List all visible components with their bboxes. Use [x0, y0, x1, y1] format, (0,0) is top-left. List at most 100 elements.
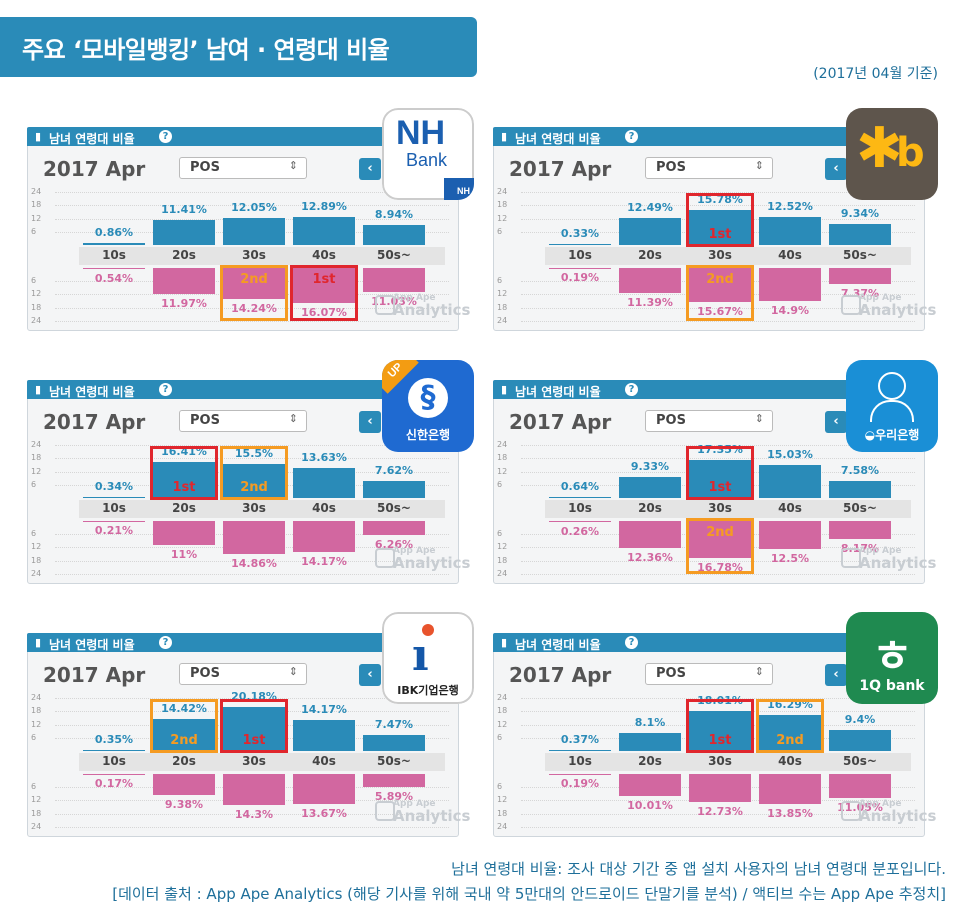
gridline	[521, 560, 915, 562]
female-value-label: 0.26%	[560, 524, 600, 538]
axis-tick-label: 6	[31, 782, 37, 792]
male-bar	[83, 750, 145, 752]
female-value-label: 12.36%	[627, 551, 673, 565]
female-bar	[549, 774, 611, 775]
help-icon[interactable]: ?	[625, 636, 638, 649]
panel-header: ▮남녀 연령대 비율?	[27, 633, 457, 652]
age-label: 40s	[312, 501, 336, 515]
prev-month-button[interactable]: ‹	[825, 158, 847, 180]
rank-label: 2nd	[706, 272, 734, 287]
gridline	[521, 205, 915, 207]
title-banner: 주요 ‘모바일뱅킹’ 남여 · 연령대 비율	[0, 17, 477, 77]
age-label: 30s	[708, 501, 732, 515]
panel-header: ▮남녀 연령대 비율?	[493, 380, 923, 399]
male-bar	[759, 464, 821, 498]
male-bar	[83, 243, 145, 245]
kb-logo-text: b	[896, 130, 925, 176]
watermark-text: Analytics	[859, 554, 937, 572]
axis-tick-label: 18	[31, 453, 42, 463]
female-value-label: 0.19%	[560, 777, 600, 791]
panel-date: 2017 Apr	[509, 410, 612, 434]
age-label: 10s	[568, 754, 592, 768]
os-select[interactable]: POS⇕	[179, 410, 307, 432]
axis-tick-label: 24	[31, 440, 42, 450]
axis-tick-label: 24	[31, 187, 42, 197]
female-bar	[549, 521, 611, 522]
male-bar	[293, 468, 355, 498]
os-select[interactable]: POS⇕	[645, 410, 773, 432]
female-value-label: 14.17%	[301, 555, 347, 569]
age-label: 30s	[242, 501, 266, 515]
female-value-label: 11%	[170, 548, 198, 562]
male-bar	[363, 481, 425, 498]
panel-date: 2017 Apr	[43, 157, 146, 181]
age-label: 50s~	[377, 501, 411, 515]
rank-label: 1st	[708, 733, 732, 748]
prev-month-button[interactable]: ‹	[359, 664, 381, 686]
female-bar	[83, 774, 145, 775]
os-select[interactable]: POS⇕	[645, 663, 773, 685]
axis-tick-label: 12	[31, 466, 42, 476]
age-label: 20s	[638, 754, 662, 768]
prev-month-button[interactable]: ‹	[825, 664, 847, 686]
male-value-label: 11.41%	[161, 202, 207, 216]
nh-logo-sub: Bank	[406, 150, 448, 170]
gridline	[521, 698, 915, 700]
prev-month-button[interactable]: ‹	[359, 158, 381, 180]
age-label: 40s	[312, 248, 336, 262]
male-bar	[829, 224, 891, 245]
os-select-value: POS	[190, 666, 220, 681]
female-bar	[689, 774, 751, 802]
rank-highlight-box	[756, 699, 824, 753]
male-value-label: 12.52%	[767, 200, 813, 214]
help-icon[interactable]: ?	[159, 636, 172, 649]
age-label: 20s	[638, 248, 662, 262]
axis-tick-label: 24	[31, 821, 42, 831]
ibk-dot-icon	[422, 624, 434, 636]
male-value-label: 8.1%	[634, 716, 666, 730]
watermark-text: App Ape	[859, 293, 902, 303]
help-icon[interactable]: ?	[625, 130, 638, 143]
rank-highlight-box	[686, 699, 754, 753]
shinhan-logo-text: 신한은행	[405, 428, 451, 442]
axis-tick-label: 12	[31, 289, 42, 299]
help-icon[interactable]: ?	[159, 383, 172, 396]
prev-month-button[interactable]: ‹	[359, 411, 381, 433]
panel-header: ▮남녀 연령대 비율?	[493, 633, 923, 652]
help-icon[interactable]: ?	[159, 130, 172, 143]
axis-tick-label: 24	[31, 315, 42, 325]
panel-header-text: 남녀 연령대 비율	[49, 385, 135, 399]
female-value-label: 11.39%	[627, 296, 673, 310]
prev-month-button[interactable]: ‹	[825, 411, 847, 433]
os-select[interactable]: POS⇕	[179, 157, 307, 179]
watermark-icon	[841, 548, 861, 568]
os-select[interactable]: POS⇕	[645, 157, 773, 179]
male-value-label: 0.86%	[94, 226, 134, 240]
panel-header-text: 남녀 연령대 비율	[515, 385, 601, 399]
age-label: 40s	[778, 248, 802, 262]
female-value-label: 0.21%	[94, 524, 134, 538]
rank-label: 1st	[242, 733, 266, 748]
rank-label: 1st	[708, 227, 732, 242]
panel-date: 2017 Apr	[43, 410, 146, 434]
age-label: 10s	[102, 248, 126, 262]
age-label: 10s	[102, 501, 126, 515]
gridline	[55, 560, 449, 562]
watermark-text: Analytics	[859, 807, 937, 825]
help-icon[interactable]: ?	[625, 383, 638, 396]
axis-tick-label: 12	[497, 289, 508, 299]
male-bar	[223, 463, 285, 498]
age-label: 20s	[638, 501, 662, 515]
male-bar	[153, 219, 215, 245]
panel-header: ▮남녀 연령대 비율?	[493, 127, 923, 146]
gridline	[521, 458, 915, 460]
male-bar	[223, 706, 285, 751]
female-bar	[829, 774, 891, 799]
gridline	[55, 813, 449, 815]
os-select[interactable]: POS⇕	[179, 663, 307, 685]
male-value-label: 8.94%	[374, 208, 414, 222]
nh-logo-corner: NH	[444, 178, 474, 200]
male-bar	[363, 225, 425, 245]
male-value-label: 0.34%	[94, 480, 134, 494]
axis-tick-label: 24	[497, 315, 508, 325]
